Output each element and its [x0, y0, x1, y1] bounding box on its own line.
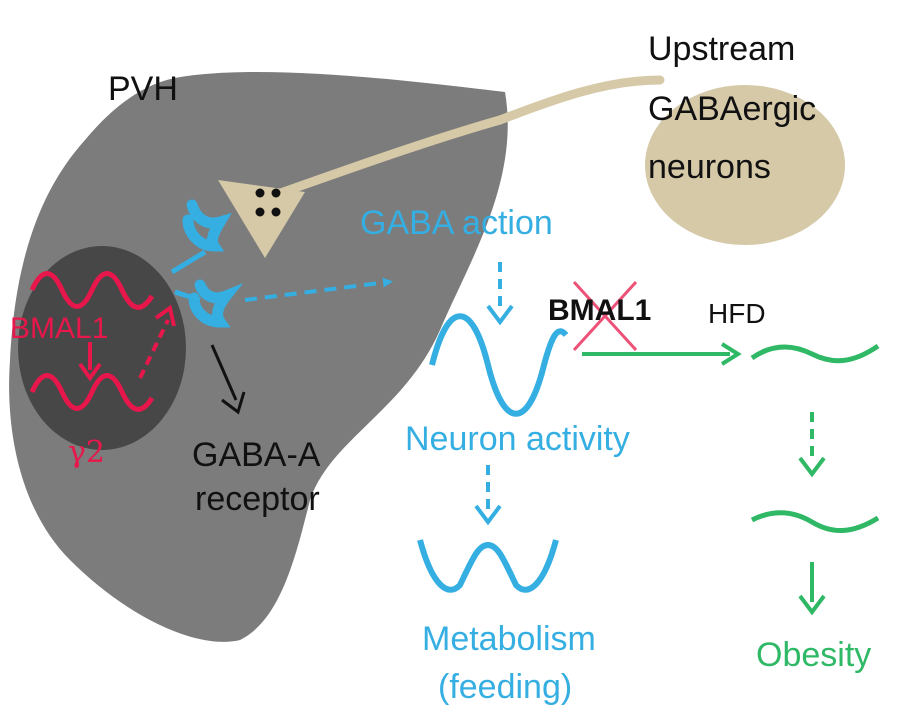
oscillation-wave-icon [750, 510, 880, 534]
receptor-stem [170, 249, 207, 275]
green-dashed-down-arrowhead [798, 456, 826, 478]
neuron-activity-label: Neuron activity [405, 420, 630, 458]
nucleus-circle [18, 246, 186, 450]
blue-dashed-down-arrowhead [474, 504, 502, 526]
blue-dashed-down-arrowhead [486, 304, 514, 326]
gaba-a-receptor-label-line-1: GABA-A [192, 436, 321, 474]
upstream-label-line-2: GABAergic [648, 90, 817, 128]
receptor-icon [182, 199, 232, 252]
upstream-label-line-3: neurons [648, 148, 771, 186]
oscillation-wave-icon [429, 313, 569, 417]
pvh-label: PVH [108, 70, 178, 108]
axon-path [270, 75, 665, 200]
oscillation-wave-icon [29, 373, 155, 412]
red-down-arrowhead [78, 362, 102, 382]
upstream-neuron-body [645, 85, 845, 245]
receptor-icon [188, 279, 244, 328]
receptor-pointer-arrowhead [221, 391, 246, 415]
red-dashed-arrow [138, 319, 170, 379]
vesicle-icon [255, 188, 281, 217]
cross-out-icon [572, 280, 638, 352]
upstream-label-line-1: Upstream [648, 30, 796, 68]
bmal1-knockout-label: BMAL1 [548, 294, 652, 327]
oscillation-wave-icon [29, 271, 155, 310]
gaba-a-receptor-label-line-2: receptor [195, 480, 320, 518]
green-arrowhead [720, 342, 742, 366]
gamma2-label: γ2 [68, 435, 106, 470]
oscillation-wave-icon [417, 539, 559, 593]
bmal1-cell-label: BMAL1 [10, 312, 109, 345]
receptor-stem [174, 289, 201, 303]
hfd-label: HFD [708, 298, 766, 329]
red-dashed-arrowhead [154, 304, 176, 327]
gaba-dashed-arrow [244, 277, 393, 302]
obesity-label: Obesity [756, 636, 872, 674]
oscillation-wave-icon [750, 343, 880, 364]
pvh-region [9, 72, 508, 642]
metabolism-label-line-1: Metabolism [422, 620, 596, 658]
gaba-action-label: GABA action [360, 204, 553, 242]
metabolism-label-line-2: (feeding) [438, 668, 573, 706]
receptor-pointer-arrow [210, 344, 238, 401]
green-down-arrowhead [798, 594, 826, 616]
presynaptic-terminal-icon [218, 180, 305, 258]
